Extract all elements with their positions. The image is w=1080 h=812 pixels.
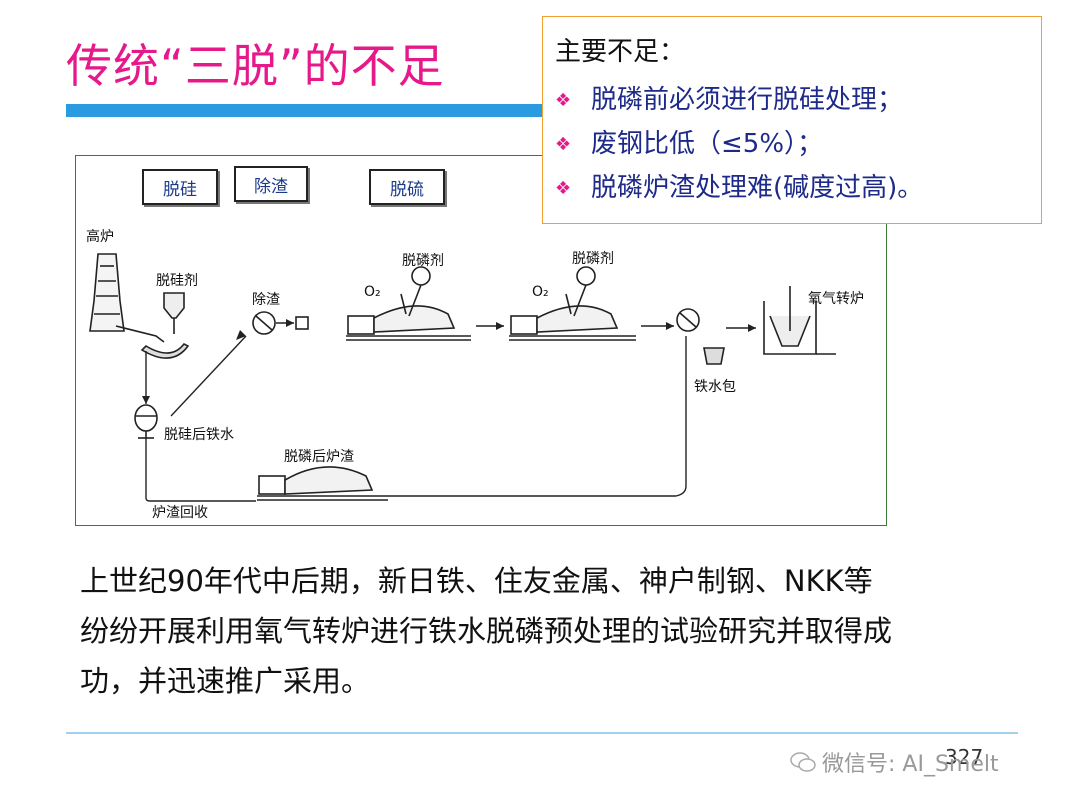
label-slag-removal: 除渣 bbox=[252, 292, 280, 308]
diamond-bullet-icon: ❖ bbox=[555, 134, 572, 155]
body-line-3: 功，并迅速推广采用。 bbox=[80, 664, 371, 698]
diamond-bullet-icon: ❖ bbox=[555, 178, 572, 199]
blast-furnace-icon bbox=[89, 253, 165, 343]
iron-ladle-icon bbox=[676, 308, 725, 365]
dephosphorization-vessel-1-icon bbox=[346, 266, 471, 341]
label-desi-agent: 脱硅剂 bbox=[156, 273, 198, 289]
watermark-text: 微信号: AI_Smelt bbox=[822, 752, 999, 777]
callout-item-text: 脱磷炉渣处理难(碱度过高)。 bbox=[591, 173, 924, 203]
stage-label: 脱硅 bbox=[163, 179, 197, 200]
label-o2-2: O₂ bbox=[532, 284, 549, 300]
slag-removal-icon bbox=[252, 311, 309, 335]
stage-label: 脱硫 bbox=[390, 179, 424, 200]
label-o2-1: O₂ bbox=[364, 284, 381, 300]
wechat-icon bbox=[790, 752, 816, 772]
label-dephos-agent-2: 脱磷剂 bbox=[572, 251, 614, 267]
page-number: 327 bbox=[945, 745, 984, 769]
stage-box-slag-removal: 除渣 bbox=[234, 166, 308, 202]
footer-divider bbox=[66, 732, 1018, 734]
label-blast-furnace: 高炉 bbox=[86, 229, 114, 245]
diamond-bullet-icon: ❖ bbox=[555, 90, 572, 111]
body-line-2: 纷纷开展利用氧气转炉进行铁水脱磷预处理的试验研究并取得成 bbox=[80, 614, 893, 648]
shortcomings-callout: 主要不足： ❖ 脱磷前必须进行脱硅处理； ❖ 废钢比低（≤5%）； ❖ 脱磷炉渣处理难… bbox=[542, 16, 1042, 224]
dephosphorization-vessel-2-icon bbox=[509, 266, 636, 341]
flow-lines bbox=[145, 322, 756, 502]
label-slag-recycle: 炉渣回收 bbox=[152, 505, 208, 521]
label-iron-ladle: 铁水包 bbox=[694, 379, 736, 395]
callout-item: ❖ 脱磷炉渣处理难(碱度过高)。 bbox=[555, 167, 923, 204]
callout-item: ❖ 脱磷前必须进行脱硅处理； bbox=[555, 79, 903, 116]
desi-ladle-icon bbox=[134, 404, 158, 439]
callout-item-text: 脱磷前必须进行脱硅处理； bbox=[591, 85, 904, 115]
slag-vessel-icon bbox=[257, 466, 388, 501]
stage-label: 除渣 bbox=[254, 176, 288, 197]
desiliconization-hopper-icon bbox=[140, 292, 190, 359]
callout-item: ❖ 废钢比低（≤5%）； bbox=[555, 123, 823, 160]
bof-converter-icon bbox=[763, 286, 836, 355]
label-slag-after-dephos: 脱磷后炉渣 bbox=[284, 449, 354, 465]
stage-box-desulfurization: 脱硫 bbox=[369, 169, 445, 205]
callout-item-text: 废钢比低（≤5%）； bbox=[591, 129, 824, 159]
body-line-1: 上世纪90年代中后期，新日铁、住友金属、神户制钢、NKK等 bbox=[80, 564, 873, 598]
label-bof: 氧气转炉 bbox=[808, 291, 864, 307]
title-underline-bar bbox=[66, 104, 566, 117]
stage-box-desiliconization: 脱硅 bbox=[142, 169, 218, 205]
label-iron-after-desi: 脱硅后铁水 bbox=[164, 427, 234, 443]
label-dephos-agent-1: 脱磷剂 bbox=[402, 253, 444, 269]
watermark: 微信号: AI_Smelt bbox=[790, 746, 999, 778]
callout-heading: 主要不足： bbox=[555, 37, 686, 67]
process-diagram-drawing bbox=[89, 253, 836, 502]
slide-title: 传统“三脱”的不足 bbox=[66, 39, 445, 93]
